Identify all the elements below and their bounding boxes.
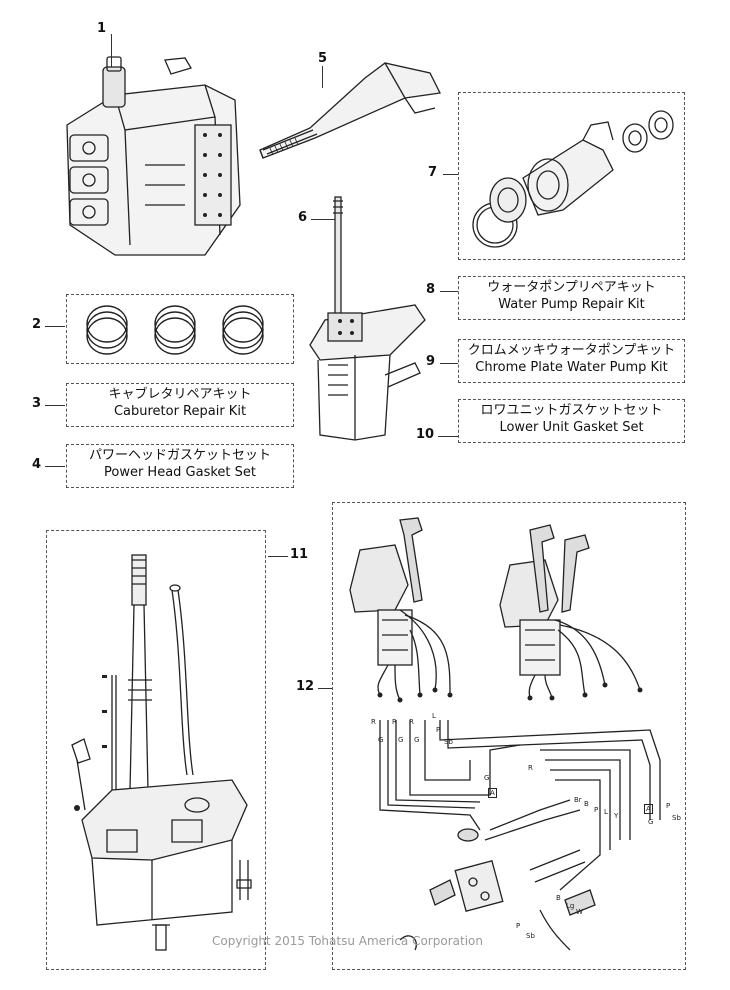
kit-label-carburetor-repair-en: Caburetor Repair Kit: [113, 404, 247, 419]
wire-code: R: [409, 718, 414, 726]
wire-code: G: [414, 736, 420, 744]
wire-code: Lg: [566, 902, 575, 910]
callout-7: 7: [428, 165, 438, 180]
callout-11-leader: [268, 556, 288, 557]
wire-code: R: [392, 718, 397, 726]
wire-code: A: [488, 788, 497, 798]
kit-label-lower-unit-gasket-jp: ロワユニットガスケットセット: [480, 403, 663, 418]
kit-label-lower-unit-gasket-en: Lower Unit Gasket Set: [499, 420, 644, 435]
callout-3: 3: [32, 396, 42, 411]
kit-label-water-pump-repair-en: Water Pump Repair Kit: [498, 297, 645, 312]
tiller-handle-illustration: [259, 62, 441, 159]
callout-6-leader: [311, 219, 335, 220]
callout-10-leader: [438, 436, 458, 437]
kit-label-power-head-gasket: パワーヘッドガスケットセット Power Head Gasket Set: [66, 444, 294, 488]
drive-shaft-casing-illustration: [71, 554, 252, 951]
wire-code: Sb: [672, 814, 681, 822]
wire-code: Sb: [526, 932, 535, 940]
wire-code: R: [371, 718, 376, 726]
callout-9: 9: [426, 354, 436, 369]
kit-label-water-pump-repair-jp: ウォータポンプリペアキット: [487, 280, 656, 295]
callout-4-leader: [45, 466, 65, 467]
callout-9-leader: [440, 363, 458, 364]
callout-5: 5: [318, 51, 328, 66]
wire-code: Y: [614, 812, 619, 820]
callout-6: 6: [298, 210, 308, 225]
wire-code: P: [594, 806, 599, 814]
wire-code: A: [644, 804, 653, 814]
kit-label-chrome-water-pump-jp: クロムメッキウォータポンプキット: [467, 343, 676, 358]
wire-code: G: [648, 818, 654, 826]
wire-code: G: [378, 736, 384, 744]
callout-12-leader: [318, 688, 332, 689]
kit-label-carburetor-repair-jp: キャブレタリペアキット: [108, 387, 252, 402]
copyright-watermark: Copyright 2015 Tohatsu America Corporati…: [212, 934, 483, 948]
kit-label-lower-unit-gasket: ロワユニットガスケットセット Lower Unit Gasket Set: [458, 399, 685, 443]
water-pump-group-box: [458, 92, 685, 260]
wire-code: R: [528, 764, 533, 772]
wire-code: G: [484, 774, 490, 782]
kit-label-power-head-gasket-en: Power Head Gasket Set: [103, 465, 256, 480]
callout-5-leader: [322, 66, 323, 88]
callout-3-leader: [45, 405, 65, 406]
wire-code: P: [436, 726, 441, 734]
power-head-illustration: [66, 56, 241, 256]
callout-12: 12: [296, 679, 315, 694]
callout-2-leader: [45, 326, 65, 327]
callout-11: 11: [290, 547, 309, 562]
callout-1-leader: [111, 34, 112, 68]
callout-4: 4: [32, 457, 42, 472]
water-pump-illustration: [472, 110, 674, 248]
wire-code: B: [584, 800, 589, 808]
wire-code: Sb: [444, 738, 453, 746]
wire-code: G: [398, 736, 404, 744]
piston-rings-group-box: [66, 294, 294, 364]
kit-label-power-head-gasket-jp: パワーヘッドガスケットセット: [88, 448, 271, 463]
wire-code: B: [556, 894, 561, 902]
piston-rings-illustration: [86, 305, 264, 355]
wire-code: P: [666, 802, 671, 810]
kit-label-carburetor-repair: キャブレタリペアキット Caburetor Repair Kit: [66, 383, 294, 427]
wire-code: L: [432, 712, 436, 720]
kit-label-chrome-water-pump-en: Chrome Plate Water Pump Kit: [475, 360, 668, 375]
lower-unit-illustration: [309, 196, 426, 441]
wire-code: P: [516, 922, 521, 930]
wire-code: W: [576, 908, 583, 916]
wire-code: L: [604, 808, 608, 816]
callout-8: 8: [426, 282, 436, 297]
remote-control-harness-illustration: [349, 517, 661, 951]
callout-10: 10: [416, 427, 435, 442]
callout-8-leader: [440, 291, 458, 292]
wire-code: Br: [574, 796, 582, 804]
remote-control-group-box: [332, 502, 686, 970]
callout-7-leader: [443, 174, 459, 175]
callout-2: 2: [32, 317, 42, 332]
kit-label-water-pump-repair: ウォータポンプリペアキット Water Pump Repair Kit: [458, 276, 685, 320]
lower-casing-group-box: [46, 530, 266, 970]
kit-label-chrome-water-pump: クロムメッキウォータポンプキット Chrome Plate Water Pump…: [458, 339, 685, 383]
callout-1: 1: [97, 21, 107, 36]
